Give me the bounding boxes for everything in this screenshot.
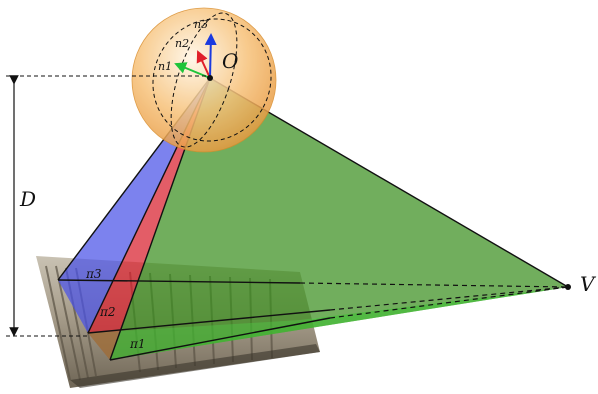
normal-n2-label: n2 <box>175 37 189 50</box>
normal-n3-label: n3 <box>194 18 208 31</box>
vanishing-point <box>565 284 571 290</box>
plane-pi2-label: π2 <box>99 305 116 319</box>
normal-n1-label: n1 <box>158 60 172 73</box>
normal-n3-arrow <box>204 33 217 79</box>
distance-marker <box>6 75 210 337</box>
vanishing-point-label: V <box>580 272 597 296</box>
origin-point <box>207 75 213 81</box>
unit-sphere <box>131 7 277 153</box>
plane-pi1-label: π1 <box>129 337 146 351</box>
origin-label: O <box>222 49 238 73</box>
plane-pi2 <box>88 78 210 360</box>
plane-pi3-label: π3 <box>85 267 102 281</box>
normal-n2-arrow <box>196 50 211 79</box>
distance-label: D <box>19 187 36 211</box>
